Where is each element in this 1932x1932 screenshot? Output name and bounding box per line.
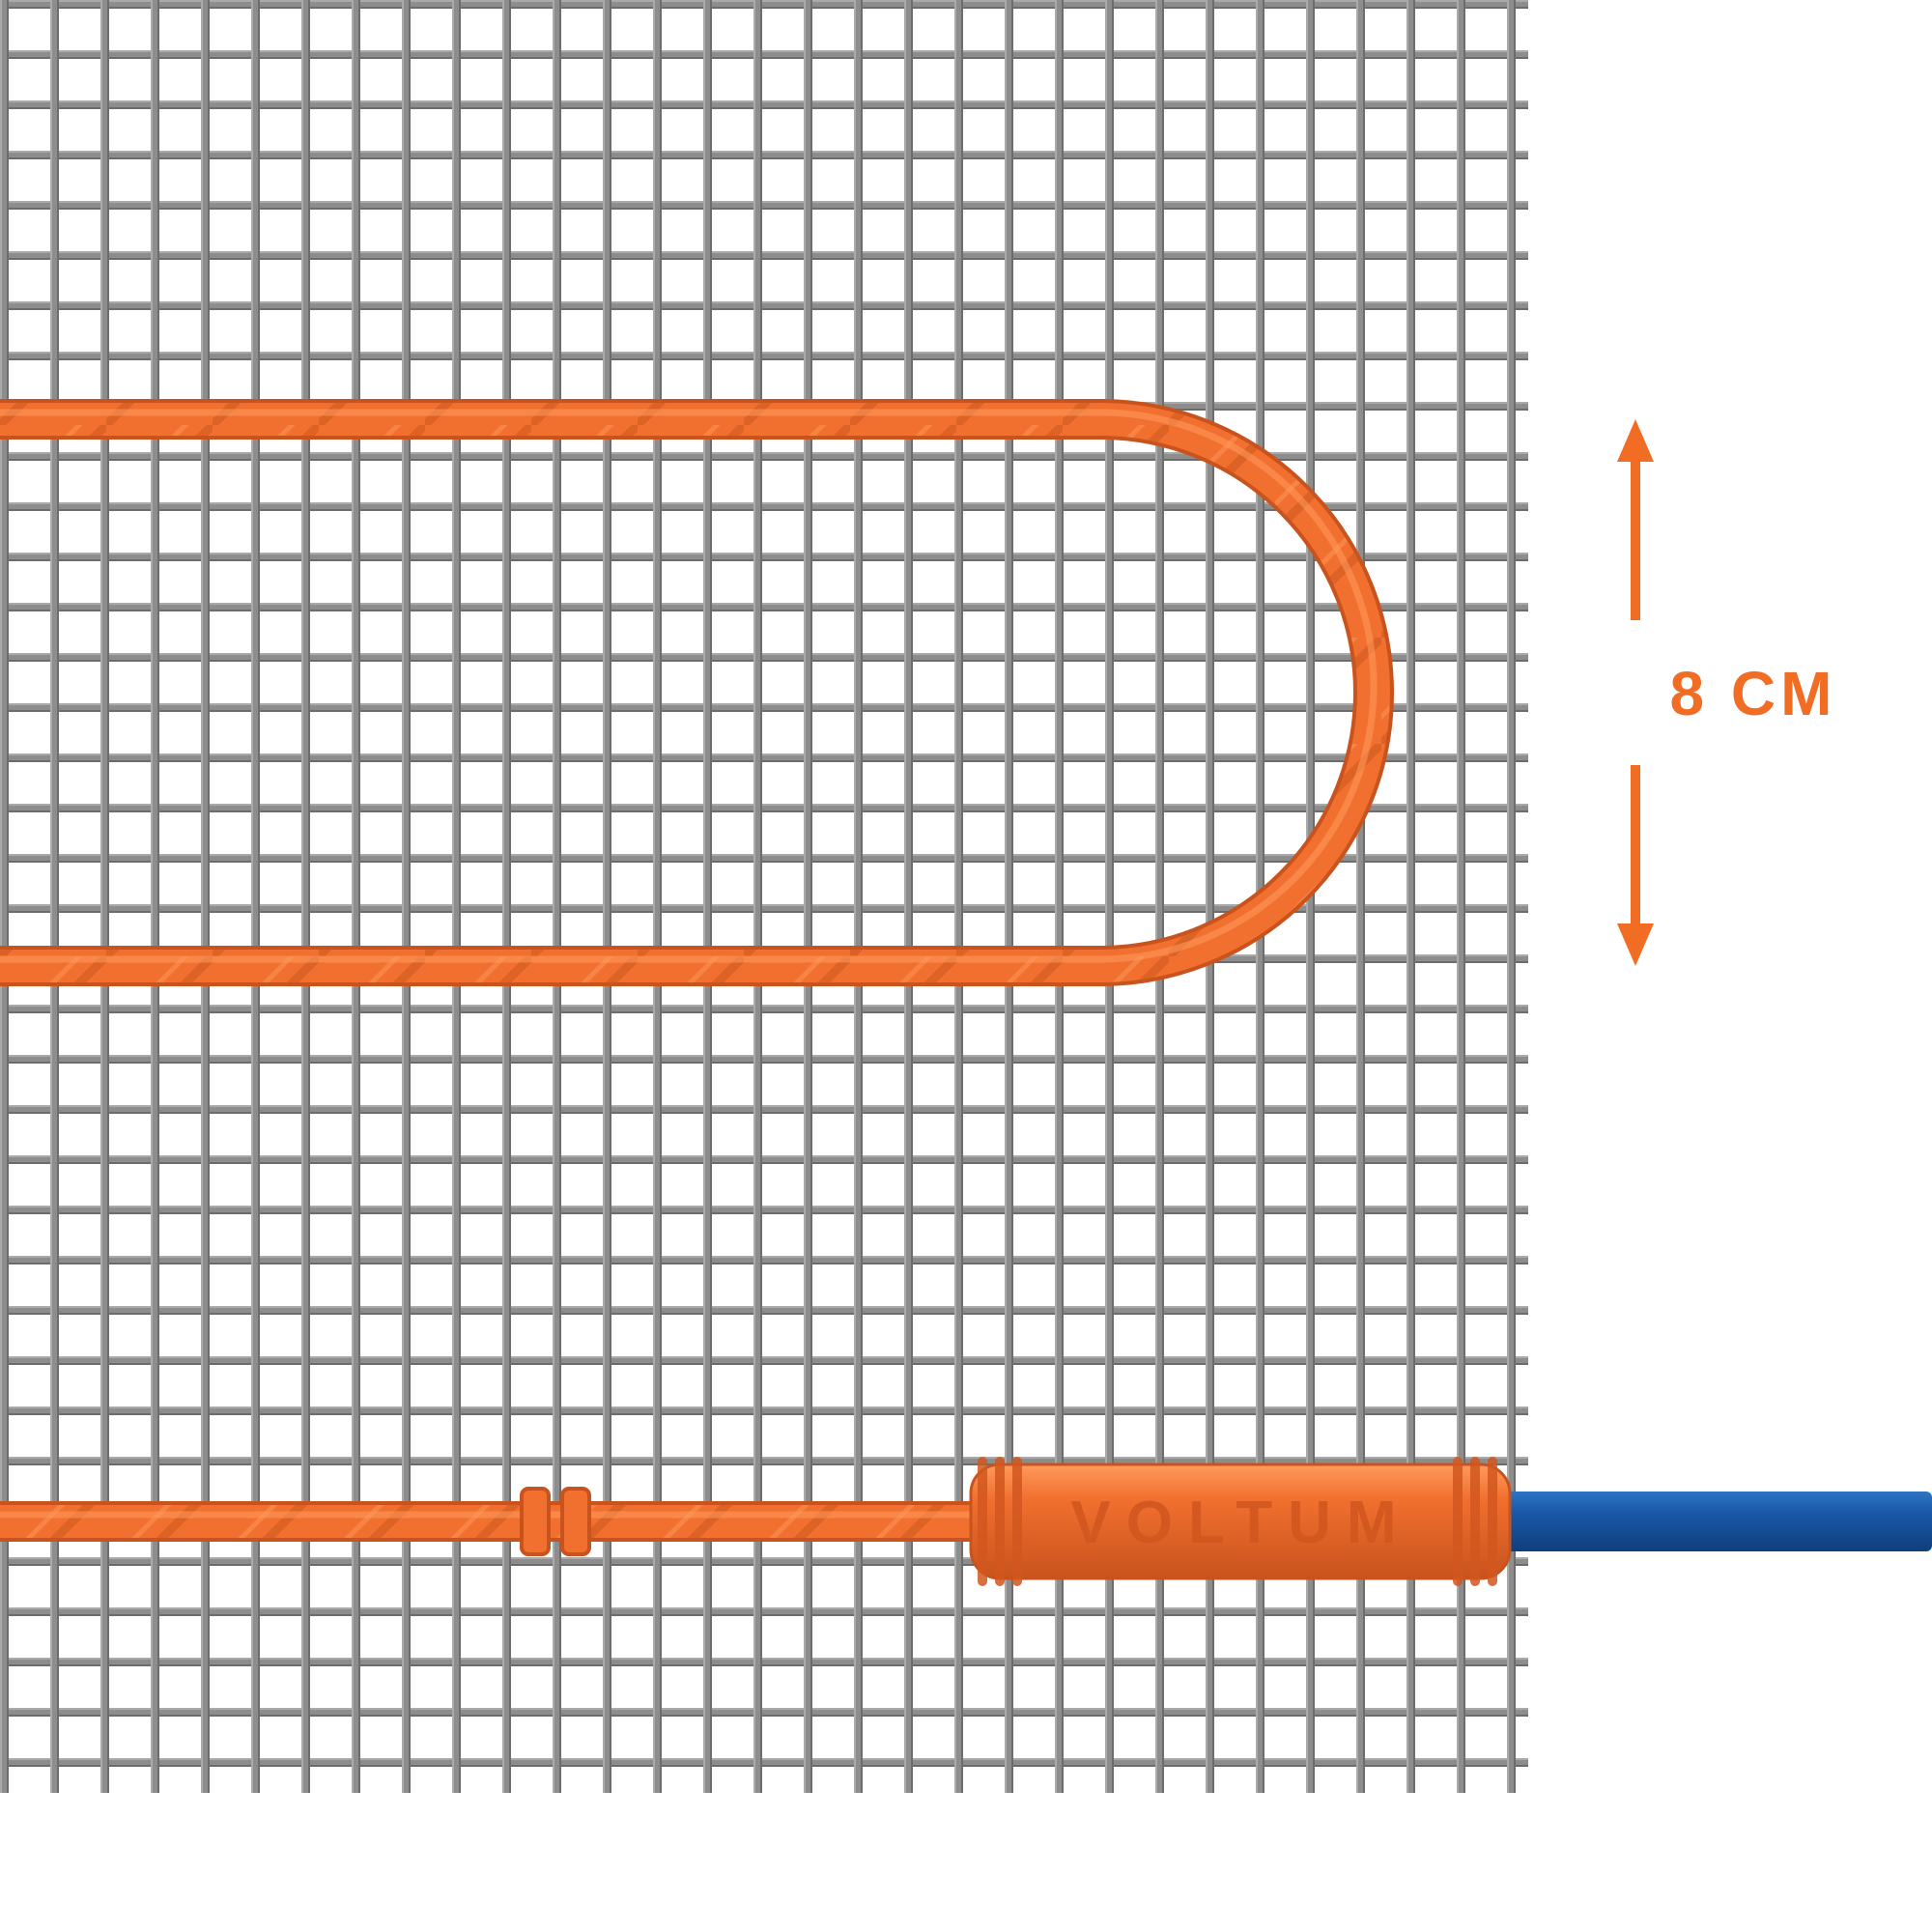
connector-body — [969, 1463, 1512, 1580]
brand-label: VOLTUM — [1070, 1490, 1411, 1556]
cable-connector: VOLTUM — [969, 1457, 1512, 1586]
connector-rib — [978, 1457, 987, 1586]
connector-ribs-left — [978, 1457, 1022, 1586]
dimension-label: 8 CM — [1670, 659, 1837, 728]
cable-splice-clip — [520, 1487, 591, 1556]
heating-cable-loop-sheen — [0, 409, 1378, 963]
connector-rib — [1470, 1457, 1480, 1586]
splice-clip-right — [560, 1487, 591, 1556]
connector-rib — [995, 1457, 1005, 1586]
heating-cable-loop — [0, 399, 1394, 986]
splice-clip-left — [520, 1487, 551, 1556]
connector-rib — [1488, 1457, 1497, 1586]
dimension-annotation: 8 CM — [1617, 419, 1837, 966]
cold-tail-cable — [1488, 1492, 1932, 1551]
connector-ribs-right — [1453, 1457, 1497, 1586]
connector-rib — [1453, 1457, 1463, 1586]
heating-cable-lead — [0, 1501, 1009, 1542]
connector-rib — [1012, 1457, 1022, 1586]
dimension-arrowhead-up — [1617, 419, 1654, 462]
dimension-arrowhead-down — [1617, 923, 1654, 966]
